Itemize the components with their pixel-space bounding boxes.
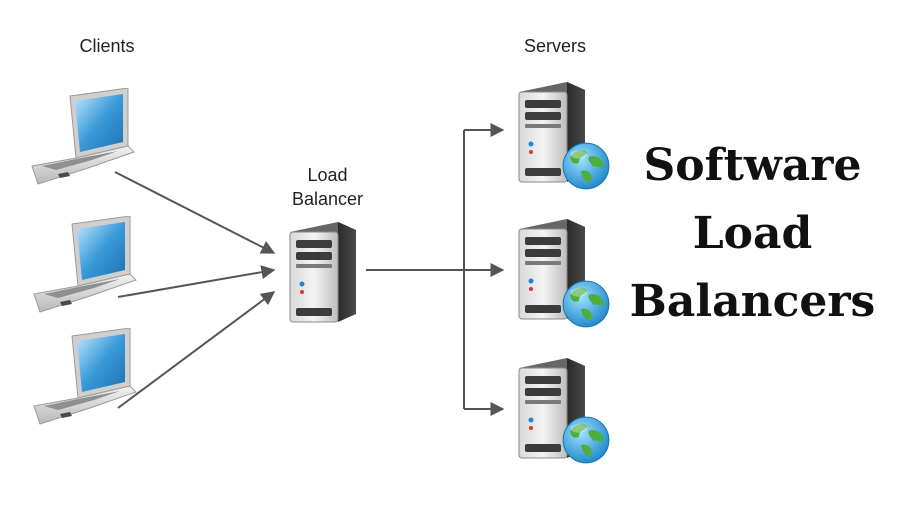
title-line-2: Load bbox=[692, 208, 813, 259]
title-line-3: Balancers bbox=[629, 276, 876, 327]
server-1 bbox=[518, 81, 610, 190]
client-laptop-1 bbox=[31, 88, 135, 185]
load-balancer-label-line1: Load bbox=[307, 165, 348, 185]
client-laptop-2 bbox=[33, 216, 137, 313]
client-laptop-3 bbox=[33, 328, 137, 425]
laptop-icon bbox=[33, 216, 137, 313]
laptop-icon bbox=[33, 328, 137, 425]
title-line-1: Software bbox=[643, 140, 862, 191]
globe-icon bbox=[562, 416, 610, 464]
client-3-to-lb-arrow bbox=[117, 291, 276, 409]
globe-icon bbox=[562, 280, 610, 328]
globe-icon bbox=[562, 142, 610, 190]
server-2 bbox=[518, 218, 610, 328]
servers-label: Servers bbox=[523, 36, 586, 56]
clients-label: Clients bbox=[79, 36, 135, 56]
laptop-icon bbox=[31, 88, 135, 185]
load-balancer-server bbox=[289, 221, 357, 323]
load-balancer-label-line2: Balancer bbox=[291, 189, 364, 209]
client-2-to-lb-arrow bbox=[117, 265, 276, 298]
server-3 bbox=[518, 357, 610, 464]
client-1-to-lb-arrow bbox=[114, 171, 276, 254]
server-icon bbox=[289, 221, 357, 323]
load-balancer-label: Load Balancer bbox=[270, 163, 385, 211]
